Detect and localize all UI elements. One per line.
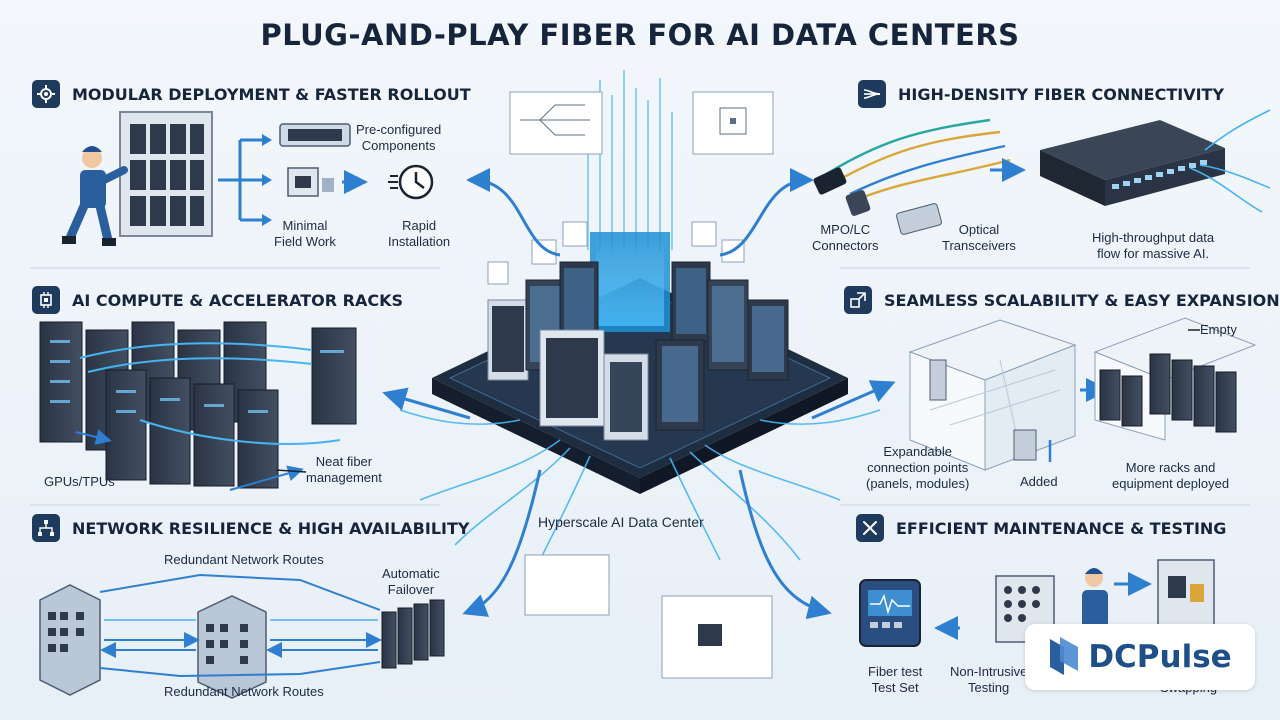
label-more-racks: More racks and equipment deployed xyxy=(1112,460,1230,491)
chip-icon xyxy=(32,286,60,314)
label-hyperscale: Hyperscale AI Data Center xyxy=(538,514,704,530)
wrench-icon xyxy=(856,514,884,542)
label-added: Added xyxy=(1020,474,1058,489)
label-redundant-routes-top: Redundant Network Routes xyxy=(164,552,324,567)
scalability-illustration xyxy=(908,317,1257,471)
label-rapid-installation: Rapid Installation xyxy=(388,218,451,249)
density-illustration xyxy=(813,109,1271,235)
section-title-maintenance: EFFICIENT MAINTENANCE & TESTING xyxy=(856,514,1226,542)
section-title-resilience: NETWORK RESILIENCE & HIGH AVAILABILITY xyxy=(32,514,469,542)
network-icon xyxy=(32,514,60,542)
center-datacenter xyxy=(399,70,881,561)
expand-icon xyxy=(844,286,872,314)
label-gpus-tpus: GPUs/TPUs xyxy=(44,474,115,489)
logo-text: DCPulse xyxy=(1088,639,1232,675)
modular-illustration xyxy=(62,111,434,246)
maintenance-illustration xyxy=(859,559,1215,647)
label-non-intrusive: Non-Intrusive Testing xyxy=(950,664,1028,695)
section-arrows xyxy=(382,168,896,620)
schematic-cards xyxy=(509,91,774,679)
section-title-text: EFFICIENT MAINTENANCE & TESTING xyxy=(896,518,1227,538)
section-title-text: AI COMPUTE & ACCELERATOR RACKS xyxy=(72,290,403,310)
dcpulse-logo-mark-icon xyxy=(1050,637,1079,675)
label-preconfigured: Pre-configured Components xyxy=(356,122,442,153)
label-neat-fiber: Neat fiber management xyxy=(306,454,382,485)
label-fiber-test: Fiber test Test Set xyxy=(868,664,923,695)
label-minimal-field-work: Minimal Field Work xyxy=(274,218,336,249)
gear-icon xyxy=(32,80,60,108)
section-title-density: HIGH-DENSITY FIBER CONNECTIVITY xyxy=(858,80,1224,108)
label-transceivers: Optical Transceivers xyxy=(942,222,1016,253)
label-automatic-failover: Automatic Failover xyxy=(382,566,440,597)
section-title-text: SEAMLESS SCALABILITY & EASY EXPANSION xyxy=(884,290,1280,310)
section-title-modular: MODULAR DEPLOYMENT & FASTER ROLLOUT xyxy=(32,80,471,108)
label-throughput: High-throughput data flow for massive AI… xyxy=(1092,230,1215,261)
resilience-illustration xyxy=(39,573,445,699)
label-empty: Empty xyxy=(1200,322,1237,337)
fiber-icon xyxy=(858,80,886,108)
dcpulse-logo: DCPulse xyxy=(1025,624,1255,690)
section-title-text: HIGH-DENSITY FIBER CONNECTIVITY xyxy=(898,84,1225,104)
section-title-text: NETWORK RESILIENCE & HIGH AVAILABILITY xyxy=(72,518,470,538)
compute-illustration xyxy=(39,321,357,491)
section-title-compute: AI COMPUTE & ACCELERATOR RACKS xyxy=(32,286,403,314)
label-expandable: Expandable connection points (panels, mo… xyxy=(866,444,970,491)
section-title-text: MODULAR DEPLOYMENT & FASTER ROLLOUT xyxy=(72,84,471,104)
section-title-scalability: SEAMLESS SCALABILITY & EASY EXPANSION xyxy=(844,286,1280,314)
label-connectors: MPO/LC Connectors xyxy=(812,222,879,253)
label-redundant-routes-bottom: Redundant Network Routes xyxy=(164,684,324,699)
page-title: PLUG-AND-PLAY FIBER FOR AI DATA CENTERS xyxy=(260,18,1020,52)
